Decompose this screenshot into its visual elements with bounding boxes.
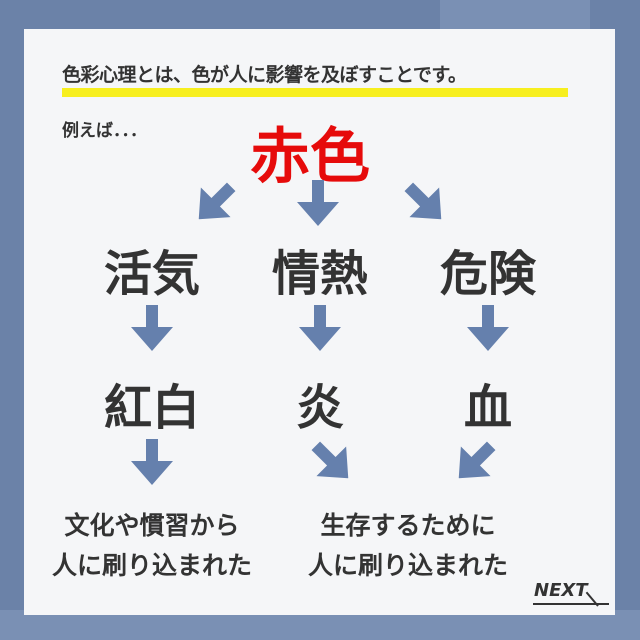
bg-shape xyxy=(0,610,640,640)
word-kiken: 危険 xyxy=(439,246,537,302)
arrow-down-icon xyxy=(392,170,457,235)
main-word: 赤色 xyxy=(250,122,370,192)
heading: 色彩心理とは、色が人に影響を及ぼすことです。 xyxy=(62,64,467,86)
next-underline xyxy=(533,603,609,605)
arrow-down-icon xyxy=(129,439,175,485)
arrow-down-icon xyxy=(182,170,247,235)
example-label: 例えば．．． xyxy=(62,121,147,141)
arrow-down-icon xyxy=(465,305,511,351)
word-chi: 血 xyxy=(463,380,513,436)
arrow-down-icon xyxy=(129,305,175,351)
highlight-bar xyxy=(62,88,568,97)
bottom-right-line2: 人に刷り込まれた xyxy=(307,551,509,580)
word-jonetsu: 情熱 xyxy=(271,246,369,302)
bg-shape xyxy=(440,0,590,30)
arrow-down-icon xyxy=(297,305,343,351)
bottom-right-line1: 生存するために xyxy=(320,511,496,540)
next-button[interactable]: NEXT xyxy=(534,580,588,601)
bottom-left-line1: 文化や慣習から xyxy=(64,511,240,540)
word-kakki: 活気 xyxy=(103,246,201,302)
arrow-down-icon xyxy=(295,180,341,226)
word-kohaku: 紅白 xyxy=(103,380,201,436)
word-honoo: 炎 xyxy=(295,380,345,436)
bottom-left-line2: 人に刷り込まれた xyxy=(51,551,253,580)
arrow-down-icon xyxy=(442,429,507,494)
arrow-down-icon xyxy=(299,429,364,494)
